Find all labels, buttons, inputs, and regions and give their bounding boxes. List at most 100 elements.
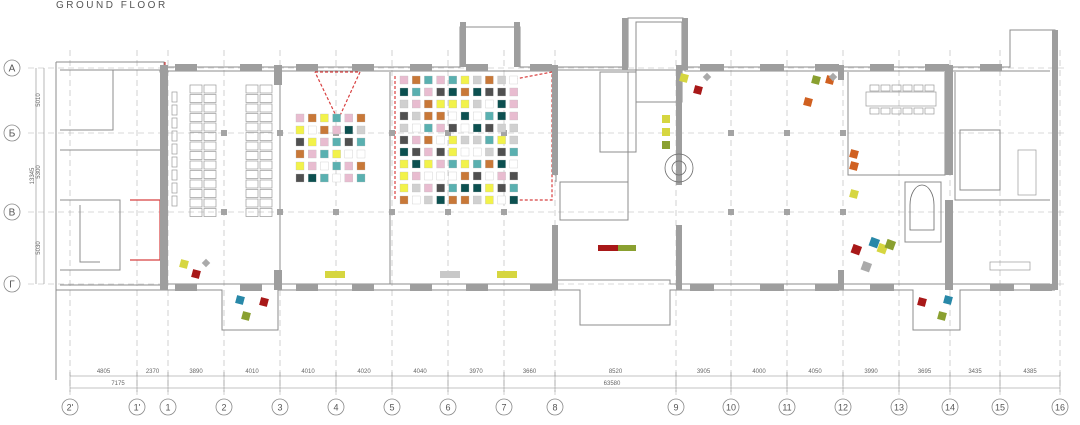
floor-tile — [424, 99, 433, 109]
col-bubble-col-2p — [61, 398, 79, 416]
pillar — [389, 130, 395, 136]
chair — [171, 169, 178, 181]
desk — [245, 189, 259, 198]
desk — [259, 132, 273, 141]
col-bubble-col-12 — [834, 398, 852, 416]
floor-tile — [460, 87, 470, 97]
floor-tile — [448, 135, 457, 145]
decor-square — [811, 75, 821, 85]
desk — [203, 122, 217, 132]
floor-tile — [424, 183, 433, 193]
col-label-col-9: 9 — [673, 403, 678, 413]
south-wall-segment — [240, 284, 262, 291]
col-label-col-14: 14 — [945, 403, 955, 413]
floor-tile — [344, 125, 353, 135]
pillar — [277, 130, 283, 136]
puzzle-piece — [850, 243, 863, 256]
pillar — [221, 209, 227, 215]
floor-tile — [436, 171, 445, 181]
east-service — [959, 129, 1001, 191]
floor-tile — [485, 111, 494, 121]
floor-tile — [424, 135, 433, 145]
floor-tile — [356, 161, 366, 171]
floor-tile — [473, 147, 482, 157]
col-bubble-col-8 — [546, 398, 564, 416]
col-label-col-5: 5 — [389, 403, 394, 413]
floor-tile — [460, 111, 470, 121]
floor-tile — [399, 75, 409, 85]
row-label-row-a: А — [9, 64, 16, 75]
pillar — [784, 130, 790, 136]
meeting-chair — [880, 107, 891, 115]
floor-tile — [436, 183, 445, 193]
col-label-col-4: 4 — [333, 403, 338, 413]
desk — [245, 103, 259, 113]
wall-segment — [552, 65, 558, 175]
wall-segment — [460, 22, 466, 67]
col-label-col-13: 13 — [894, 403, 904, 413]
floor-tile — [460, 75, 470, 85]
wall-segment — [945, 65, 953, 175]
desk — [203, 132, 217, 141]
pillar — [728, 209, 734, 215]
floor-tile — [412, 135, 421, 145]
floor-tile — [436, 87, 445, 97]
floor-tile — [332, 173, 341, 183]
decor-square — [241, 311, 251, 321]
floor-tile — [485, 75, 494, 85]
desk — [189, 198, 203, 208]
floor-tile — [308, 125, 317, 135]
floor-tile — [485, 195, 494, 205]
desk — [203, 151, 217, 160]
col-dim-label: 4010 — [301, 369, 315, 375]
floor-tile — [448, 147, 457, 157]
floor-tile — [485, 87, 494, 97]
pillars — [221, 130, 846, 215]
desk — [189, 160, 203, 170]
floor-tile — [308, 137, 317, 147]
row-dim-label: 5300 — [36, 165, 42, 179]
col-label-col-15: 15 — [995, 403, 1005, 413]
col-dim-label: 4805 — [97, 369, 111, 375]
pillar — [501, 209, 507, 215]
floor-tile — [412, 183, 421, 193]
floor-tile — [473, 159, 482, 169]
meeting-chair — [880, 84, 891, 92]
decor-diamond — [702, 72, 712, 82]
decor-square — [803, 97, 813, 107]
row-dim-label: 5030 — [36, 241, 42, 255]
floor-tile — [412, 171, 421, 181]
row-label-row-b: Б — [9, 129, 16, 140]
red-projection-1 — [314, 71, 361, 122]
floor-tile — [509, 75, 518, 85]
floor-tile — [320, 125, 329, 135]
floor-tile — [436, 123, 445, 133]
floor-tile — [473, 123, 482, 133]
floor-tile — [356, 125, 366, 135]
north-wall-segment — [700, 64, 724, 71]
decor-square — [662, 128, 670, 136]
floor-tile — [509, 183, 518, 193]
meeting-chair — [924, 107, 935, 115]
south-wall-segment — [410, 284, 432, 291]
row-dim-label: 5010 — [36, 93, 42, 107]
col-bubble-col-11 — [778, 398, 796, 416]
decor-diamond — [201, 258, 211, 268]
north-wall-segment — [296, 64, 318, 71]
decor-square — [693, 85, 703, 95]
col-label-col-6: 6 — [445, 403, 450, 413]
south-wall-segment — [175, 284, 197, 291]
decor-square — [849, 189, 859, 199]
desk — [245, 94, 259, 103]
floor-tile — [332, 137, 341, 147]
north-wall-segment — [530, 64, 552, 71]
floor-tile — [473, 75, 482, 85]
floor-tile — [356, 137, 366, 147]
desk — [259, 94, 273, 103]
south-wall-segment — [352, 284, 374, 291]
floor-tile — [448, 123, 457, 133]
desk — [203, 198, 217, 208]
floor-tile — [412, 195, 421, 205]
desk — [203, 113, 217, 122]
